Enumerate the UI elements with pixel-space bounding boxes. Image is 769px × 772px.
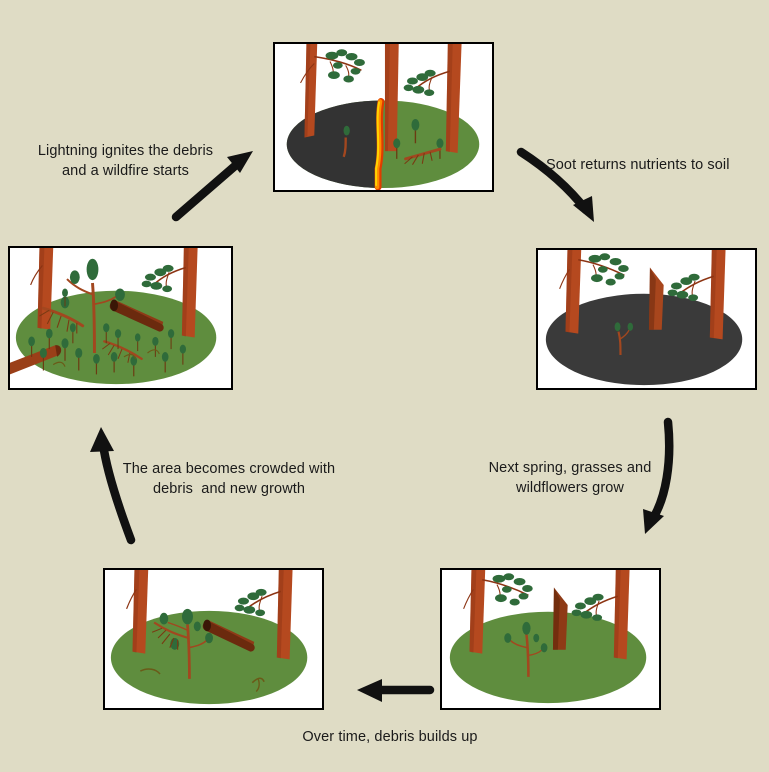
caption-lightning: Lightning ignites the debris and a wildf… [37, 143, 214, 179]
panel-burning [273, 42, 494, 192]
caption-spring: Next spring, grasses and wildflowers gro… [488, 460, 652, 496]
caption-crowded: The area becomes crowded with debris and… [122, 461, 336, 497]
panel-debris [103, 568, 324, 710]
panel-regrowth [440, 568, 661, 710]
panel-burned [536, 248, 757, 390]
caption-debris-builds: Over time, debris builds up [302, 729, 478, 745]
caption-soot: Soot returns nutrients to soil [546, 157, 730, 173]
panel-crowded [8, 246, 233, 390]
arrow-to-debris [357, 679, 435, 702]
